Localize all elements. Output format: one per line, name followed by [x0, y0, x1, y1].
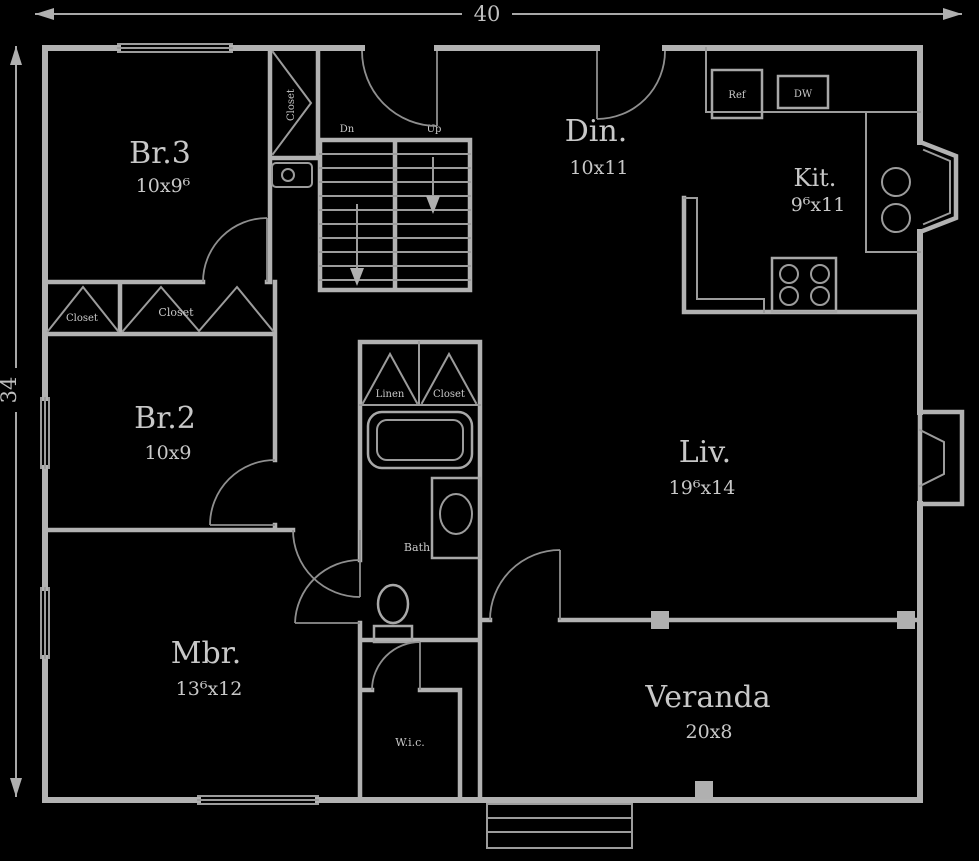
bay-outline — [917, 139, 959, 235]
kitchen-counters — [705, 47, 921, 253]
burner — [779, 264, 799, 284]
window-br2 — [40, 397, 50, 469]
interior-walls — [42, 45, 923, 803]
room-mbr-size: 13⁶x12 — [176, 678, 243, 700]
kitchen-sink-left — [881, 167, 911, 197]
window-mbr-left — [40, 587, 50, 659]
room-br3-name: Br.3 — [129, 136, 191, 171]
room-br3-size: 10x9⁶ — [136, 175, 191, 197]
linen-cabinet-doors — [361, 351, 478, 405]
room-labels: Br.3 10x9⁶ Br.2 10x9 Mbr. 13⁶x12 Din. 10… — [129, 114, 845, 743]
door-veranda — [489, 549, 561, 621]
veranda-post — [897, 611, 915, 629]
arrow-down-icon — [10, 778, 22, 797]
bathtub-inner — [376, 419, 464, 461]
linen-label: Linen — [376, 389, 405, 400]
room-mbr-name: Mbr. — [171, 636, 242, 671]
br2-closets: Closet Closet — [46, 285, 275, 333]
fireplace — [917, 409, 965, 507]
refrigerator — [710, 68, 764, 120]
linen-cabinet-walls — [359, 341, 481, 406]
kitchen-sink-right — [881, 203, 911, 233]
toilet-tank — [372, 624, 414, 644]
stairs-up-label: Up — [427, 124, 442, 135]
room-liv-size: 19⁶x14 — [669, 477, 736, 499]
hall-cabinet-box — [271, 162, 313, 188]
br2-closet-right-label: Closet — [158, 306, 194, 319]
bathtub — [366, 410, 474, 470]
sink-basin — [439, 493, 473, 535]
staircase: Dn Up — [317, 124, 473, 293]
hall-cabinet — [271, 162, 313, 188]
overall-height-label: 34 — [0, 377, 21, 404]
stairs-down-label: Dn — [340, 124, 355, 135]
walk-in-closet: W.i.c. — [395, 736, 425, 749]
refrigerator-label: Ref — [728, 90, 746, 101]
bath-closet-label: Closet — [433, 389, 465, 400]
fireplace-firebox — [918, 428, 945, 488]
dimension-top: 40 — [35, 2, 962, 26]
arrow-left-icon — [35, 8, 54, 20]
stair-treads — [319, 153, 471, 281]
window-mbr-bottom — [197, 795, 319, 805]
doors — [202, 50, 666, 691]
front-closet-label: Closet — [286, 89, 297, 121]
toilet-bowl — [376, 583, 410, 625]
kitchen-bay-window — [917, 139, 959, 235]
range — [770, 256, 838, 314]
br2-closet-bifold-doors — [46, 285, 275, 333]
fireplace-outline — [917, 409, 965, 507]
room-kit-name: Kit. — [794, 164, 837, 192]
room-br2-name: Br.2 — [134, 401, 196, 436]
bathroom: Linen Closet Bath — [359, 341, 482, 644]
hall-cabinet-knob — [281, 168, 295, 182]
room-veranda-name: Veranda — [644, 680, 770, 715]
arrow-up-icon — [10, 46, 22, 65]
door-back-entry — [361, 50, 438, 127]
burner — [779, 286, 799, 306]
bath-label: Bath — [404, 541, 430, 554]
wic-label: W.i.c. — [395, 736, 425, 749]
door-br2 — [209, 459, 276, 526]
kitchen-fixtures: Ref DW — [683, 47, 921, 314]
overall-width-label: 40 — [474, 2, 501, 26]
door-br3 — [202, 217, 268, 283]
entry-steps — [486, 803, 633, 849]
veranda-post — [651, 611, 669, 629]
dimension-left: 34 — [0, 46, 22, 797]
room-din-size: 10x11 — [569, 157, 628, 179]
window-br3 — [117, 43, 233, 53]
room-liv-name: Liv. — [679, 435, 731, 470]
dishwasher-label: DW — [794, 89, 813, 100]
kitchen-peninsula — [683, 197, 765, 313]
room-br2-size: 10x9 — [145, 442, 192, 464]
room-din-name: Din. — [565, 114, 628, 149]
room-veranda-size: 20x8 — [686, 721, 733, 743]
veranda-post — [695, 781, 713, 799]
stair-outline — [317, 137, 473, 293]
burner — [810, 286, 830, 306]
br2-closet-left-label: Closet — [66, 313, 98, 324]
veranda-structure — [486, 611, 915, 849]
windows — [40, 43, 319, 805]
stair-arrow-up-icon — [426, 196, 440, 214]
room-kit-size: 9⁶x11 — [791, 194, 846, 216]
door-mbr — [292, 529, 361, 598]
front-closet-bifold — [271, 50, 313, 156]
front-closet: Closet — [271, 50, 313, 156]
stair-arrow-down-icon — [350, 268, 364, 286]
door-wic — [371, 641, 421, 691]
dishwasher — [776, 74, 830, 110]
burner — [810, 264, 830, 284]
vanity — [430, 476, 482, 560]
door-bath — [294, 559, 361, 624]
door-dining — [596, 50, 666, 120]
bay-inner-line — [922, 148, 951, 226]
arrow-right-icon — [943, 8, 962, 20]
